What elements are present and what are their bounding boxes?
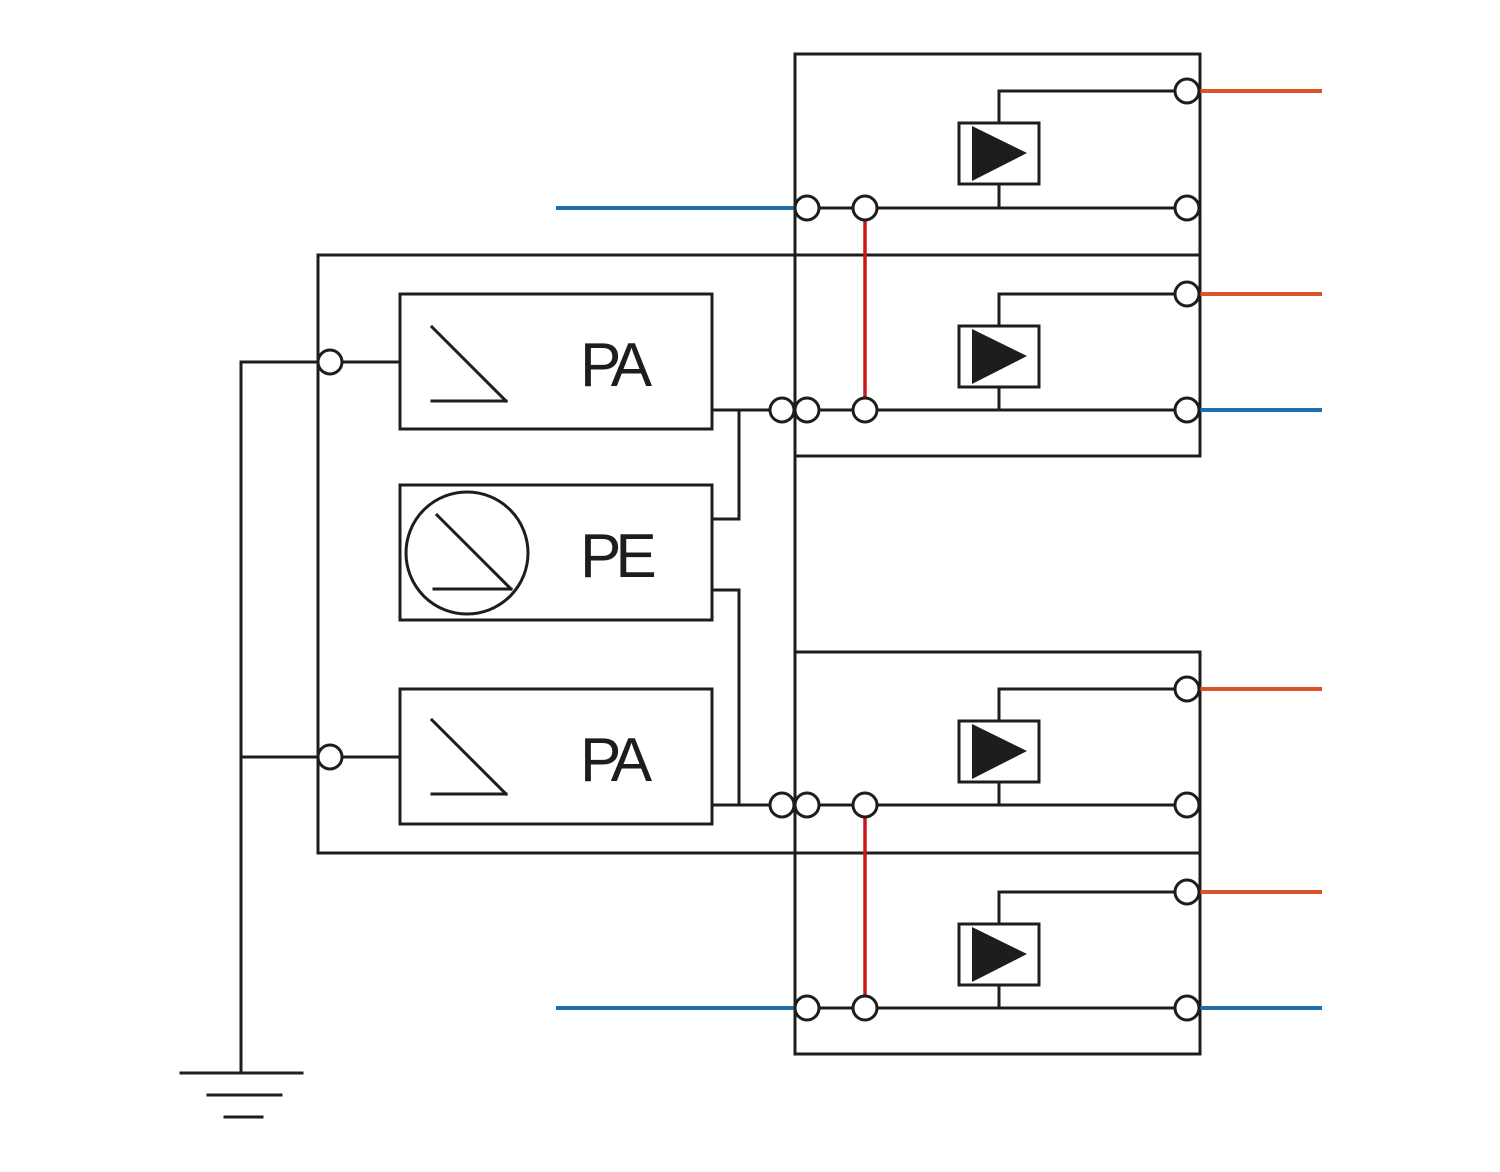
terminal: [793, 194, 821, 222]
arrester-label-pe: PE: [580, 522, 654, 591]
circle-arrester-icon: [404, 490, 530, 616]
module-4: [793, 851, 1202, 1056]
terminal: [1173, 791, 1201, 819]
arrester-label-pa-top: PA: [580, 331, 653, 400]
external-wires: [556, 89, 1322, 1010]
terminal-ground-bottom: [316, 743, 344, 771]
module-1: [793, 52, 1202, 257]
terminal: [851, 396, 879, 424]
terminal: [1173, 675, 1201, 703]
terminal: [851, 194, 879, 222]
varistor-slash-icon: [429, 717, 509, 797]
ground-icon: [179, 1071, 304, 1119]
diode-triangle-icon: [957, 121, 1041, 186]
terminal: [1173, 994, 1201, 1022]
terminal: [1173, 396, 1201, 424]
terminal: [1173, 77, 1201, 105]
terminal: [1173, 194, 1201, 222]
terminal: [793, 396, 821, 424]
terminal: [1173, 878, 1201, 906]
arrester-pa-top: PA: [398, 292, 714, 431]
diode-triangle-icon: [957, 922, 1041, 987]
terminal: [851, 791, 879, 819]
terminal: [768, 396, 796, 424]
arrester-pa-bottom: PA: [398, 687, 714, 826]
diode-triangle-icon: [957, 324, 1041, 389]
module-2: [793, 253, 1202, 458]
terminal: [1173, 280, 1201, 308]
terminal-ground-top: [316, 348, 344, 376]
diode-triangle-icon: [957, 719, 1041, 784]
terminals: [316, 77, 1201, 1022]
arrester-pe-middle: PE: [398, 483, 714, 622]
terminal: [851, 994, 879, 1022]
module-3: [793, 650, 1202, 855]
terminal: [793, 791, 821, 819]
internal-wiring: [710, 408, 772, 807]
ground-bus: [239, 360, 320, 1075]
terminal: [793, 994, 821, 1022]
varistor-slash-icon: [429, 324, 509, 404]
terminal: [768, 791, 796, 819]
arrester-label-pa-bottom: PA: [580, 726, 653, 795]
protection-enclosure: [316, 253, 797, 855]
